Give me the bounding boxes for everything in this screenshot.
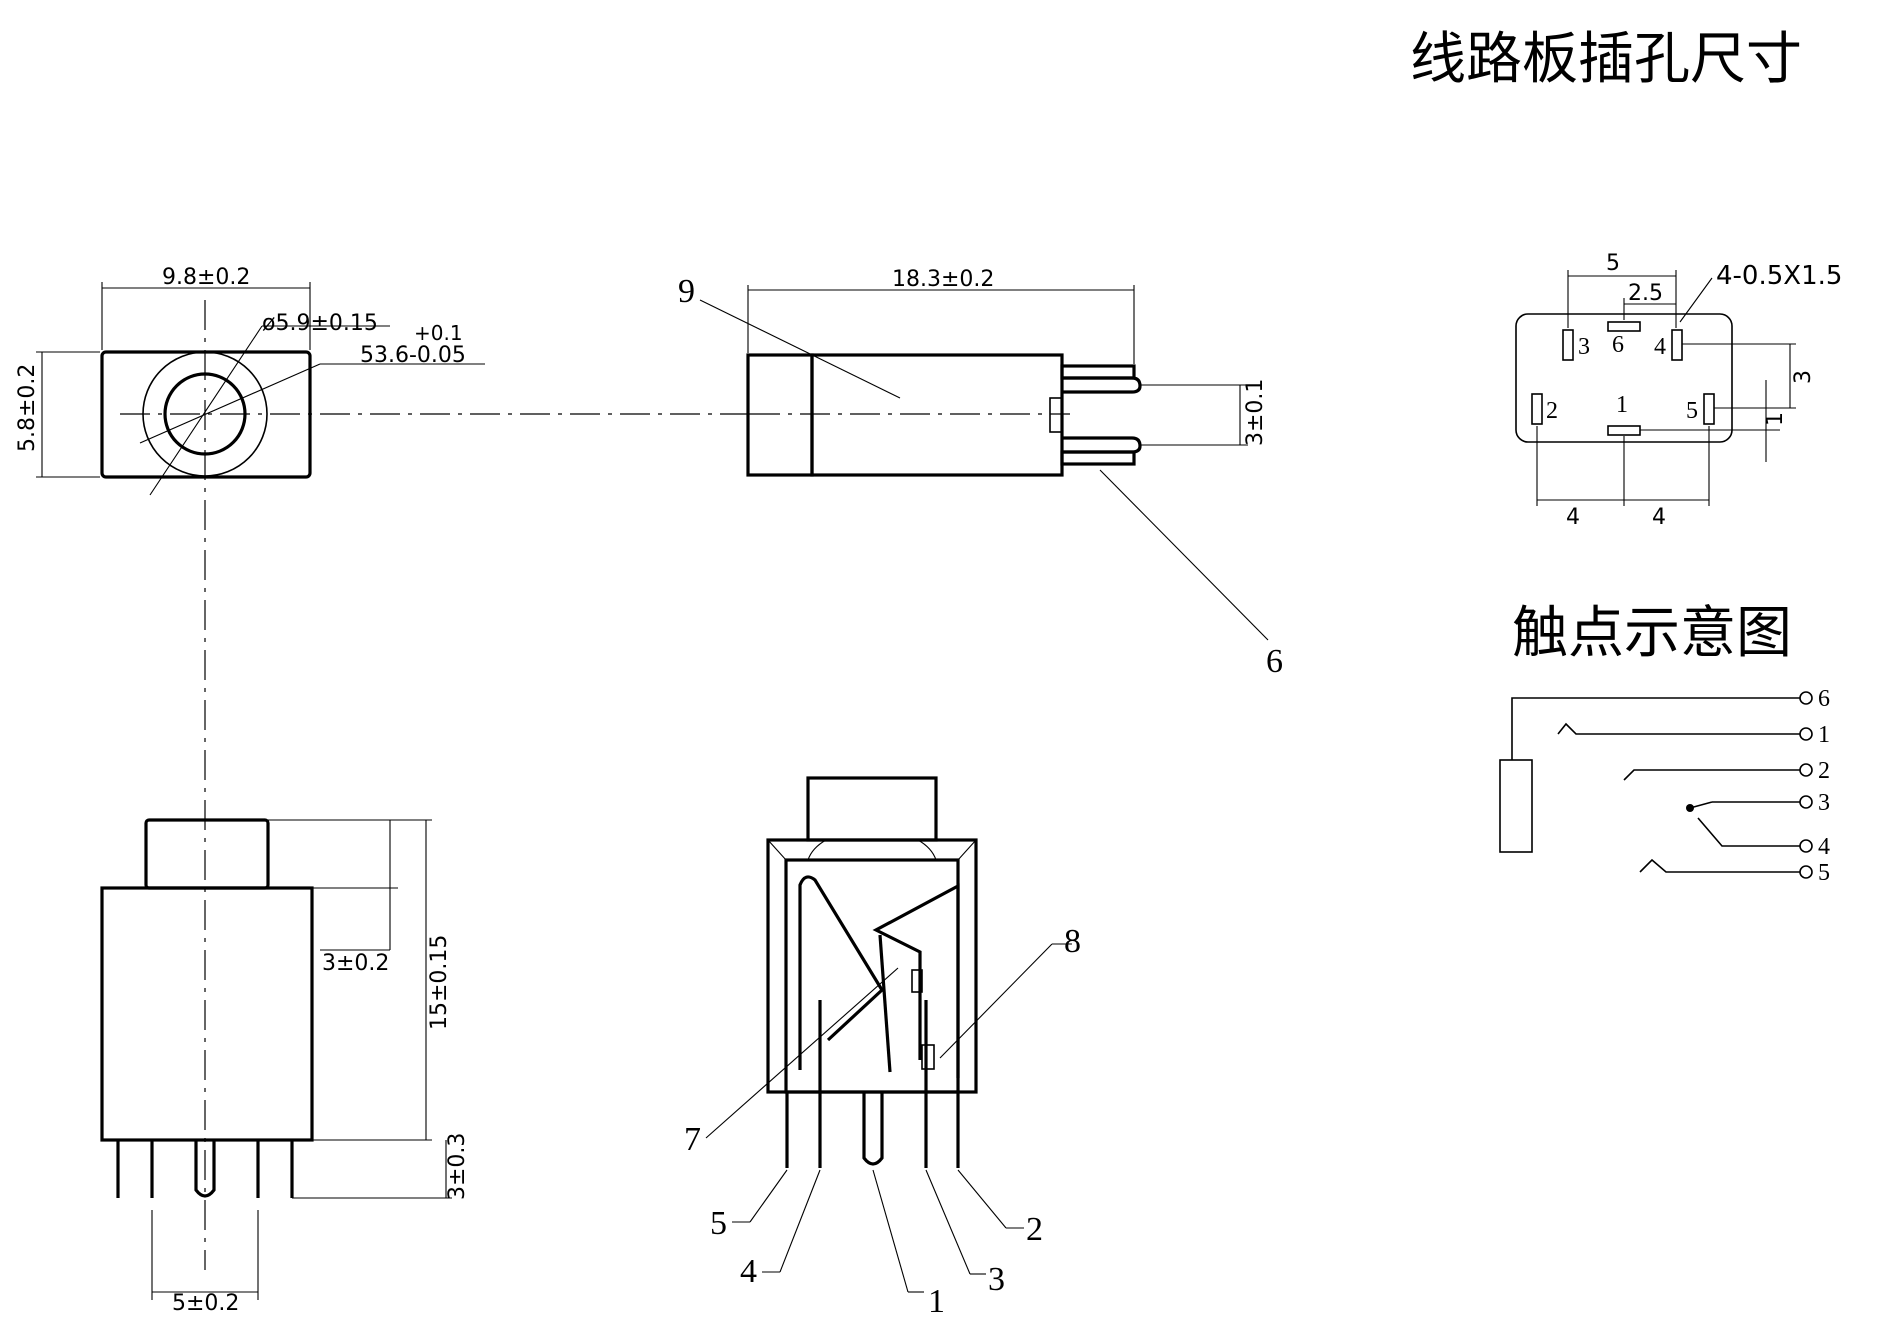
pcb-h3: 3 bbox=[1791, 370, 1816, 384]
contact-label-1: 1 bbox=[1818, 722, 1830, 748]
pcb-h1: 1 bbox=[1763, 412, 1788, 426]
pcb-slot-spec: 4-0.5X1.5 bbox=[1716, 261, 1842, 291]
front-view bbox=[36, 282, 750, 1270]
pad-label-6: 6 bbox=[1612, 332, 1624, 358]
tolerance-upper: +0.1 bbox=[414, 321, 463, 345]
pin-length-dim: 3±0.3 bbox=[445, 1133, 470, 1200]
contact-label-4: 4 bbox=[1818, 834, 1830, 860]
cross-section bbox=[705, 776, 1072, 1293]
pad-label-1: 1 bbox=[1616, 392, 1628, 418]
front-width-dim: 9.8±0.2 bbox=[162, 265, 250, 290]
contact-label-6: 6 bbox=[1818, 686, 1830, 712]
tolerance-main: 53.6-0.05 bbox=[360, 343, 466, 368]
pad-label-4: 4 bbox=[1654, 334, 1666, 360]
callout-8: 8 bbox=[1064, 923, 1081, 960]
contact-label-3: 3 bbox=[1818, 790, 1830, 816]
pcb-w2-5: 2.5 bbox=[1628, 281, 1663, 306]
contact-label-2: 2 bbox=[1818, 758, 1830, 784]
bottom-view bbox=[100, 818, 452, 1300]
contact-label-5: 5 bbox=[1818, 860, 1830, 886]
pad-label-2: 2 bbox=[1546, 398, 1558, 424]
contact-schematic bbox=[1499, 691, 1813, 879]
pin-pitch-dim: 5±0.2 bbox=[172, 1291, 239, 1316]
callout-5: 5 bbox=[710, 1205, 727, 1242]
pad-label-3: 3 bbox=[1578, 334, 1590, 360]
callout-3: 3 bbox=[988, 1261, 1005, 1298]
callout-2: 2 bbox=[1026, 1211, 1043, 1248]
pcb-w4a: 4 bbox=[1566, 505, 1580, 530]
side-view bbox=[699, 285, 1269, 641]
pcb-w4b: 4 bbox=[1652, 505, 1666, 530]
callout-6: 6 bbox=[1266, 643, 1283, 680]
pin-gap-dim: 3±0.1 bbox=[1243, 379, 1268, 446]
front-height-dim: 5.8±0.2 bbox=[15, 364, 40, 452]
side-length-dim: 18.3±0.2 bbox=[892, 267, 994, 292]
hole-dia-dim: ø5.9±0.15 bbox=[262, 311, 378, 336]
pcb-w5: 5 bbox=[1606, 251, 1620, 276]
callout-4: 4 bbox=[740, 1253, 757, 1290]
pcb-pattern bbox=[1515, 270, 1796, 506]
callout-9: 9 bbox=[678, 273, 695, 310]
callout-1: 1 bbox=[928, 1283, 945, 1320]
bottom-step-dim: 3±0.2 bbox=[322, 951, 389, 976]
pad-label-5: 5 bbox=[1686, 398, 1698, 424]
pcb-holes-title: 线路板插孔尺寸 bbox=[1410, 27, 1802, 92]
contact-diagram-title: 触点示意图 bbox=[1512, 601, 1792, 666]
bottom-height-dim: 15±0.15 bbox=[427, 935, 452, 1030]
callout-7: 7 bbox=[684, 1121, 701, 1158]
